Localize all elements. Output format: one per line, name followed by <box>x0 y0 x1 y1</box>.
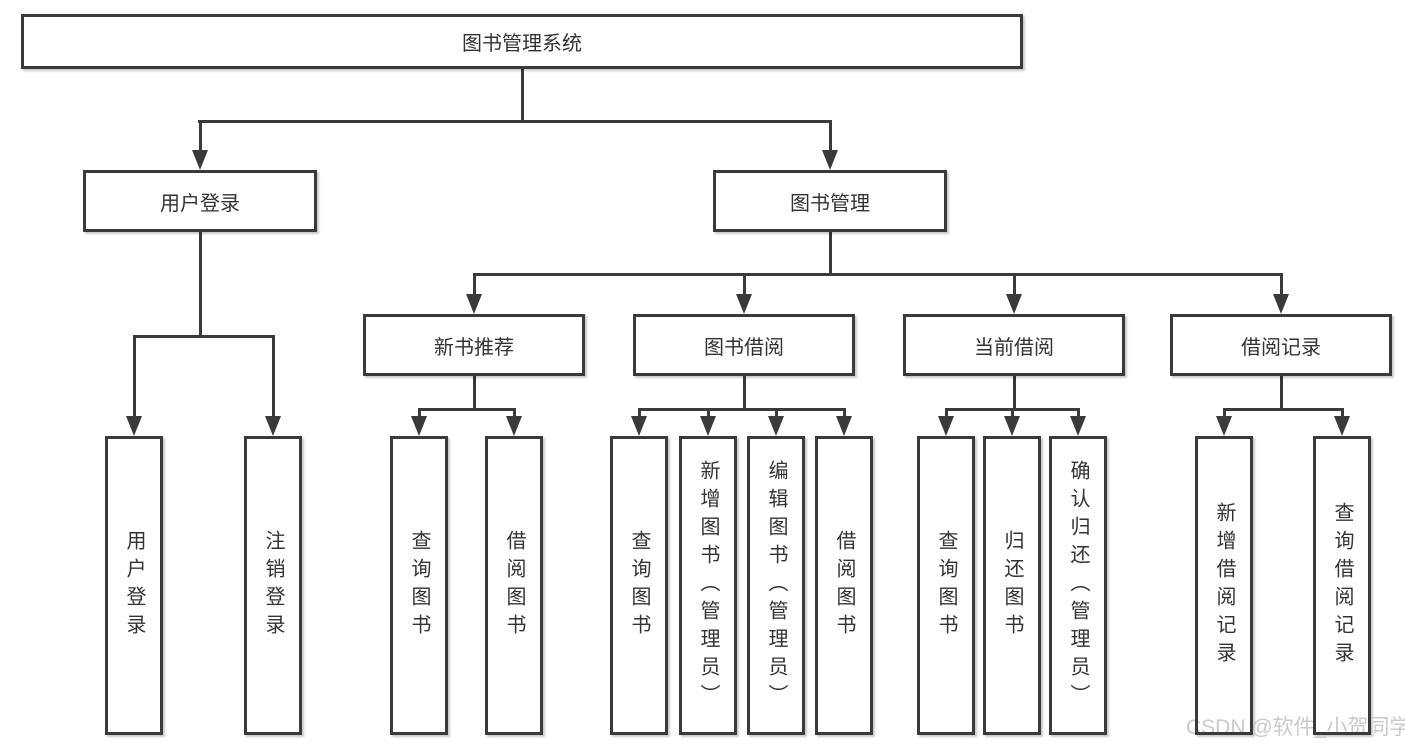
arrow-down-icon <box>700 416 716 436</box>
leaf-user-login: 用户登录 <box>105 436 163 735</box>
leaf-current-confirm-return-admin-label: 确认归还（管理员） <box>1067 459 1089 712</box>
connector-vline <box>473 273 476 296</box>
leaf-borrowing-borrow-books-label: 借阅图书 <box>833 529 855 642</box>
connector-vline <box>775 408 778 418</box>
connector-vline <box>1077 408 1080 418</box>
arrow-down-icon <box>822 150 838 170</box>
arrow-down-icon <box>1273 294 1289 314</box>
connector-hline <box>133 335 274 338</box>
connector-vline <box>829 232 832 275</box>
watermark: CSDN @软件_小贺同学 <box>1186 716 1405 739</box>
connector-hline <box>198 120 832 123</box>
arrow-down-icon <box>768 416 784 436</box>
connector-hline <box>1223 408 1344 411</box>
arrow-down-icon <box>736 294 752 314</box>
leaf-borrowing-add-books-admin: 新增图书（管理员） <box>679 436 737 735</box>
leaf-recommend-borrow-books: 借阅图书 <box>485 436 543 735</box>
arrow-down-icon <box>1070 416 1086 436</box>
leaf-records-add-record-label: 新增借阅记录 <box>1213 501 1235 670</box>
connector-vline <box>1223 408 1226 418</box>
arrow-down-icon <box>466 294 482 314</box>
leaf-recommend-query-books: 查询图书 <box>390 436 448 735</box>
connector-vline <box>1013 273 1016 296</box>
connector-vline <box>743 376 746 410</box>
arrow-down-icon <box>192 150 208 170</box>
connector-vline <box>1013 376 1016 410</box>
connector-vline <box>1011 408 1014 418</box>
connector-vline <box>272 335 275 418</box>
leaf-current-query-books-label: 查询图书 <box>935 529 957 642</box>
connector-vline <box>199 232 202 335</box>
leaf-logout: 注销登录 <box>244 436 302 735</box>
leaf-current-return-books-label: 归还图书 <box>1001 529 1023 642</box>
connector-vline <box>199 120 202 152</box>
connector-vline <box>418 408 421 418</box>
connector-vline <box>843 408 846 418</box>
node-book-management: 图书管理 <box>713 170 947 232</box>
connector-vline <box>513 408 516 418</box>
arrow-down-icon <box>1006 294 1022 314</box>
node-book-borrowing-label: 图书借阅 <box>704 336 784 359</box>
leaf-current-return-books: 归还图书 <box>983 436 1041 735</box>
arrow-down-icon <box>265 416 281 436</box>
leaf-current-query-books: 查询图书 <box>917 436 975 735</box>
node-borrow-records-label: 借阅记录 <box>1241 336 1321 359</box>
node-book-management-label: 图书管理 <box>790 192 870 215</box>
leaf-borrowing-add-books-admin-label: 新增图书（管理员） <box>697 459 719 712</box>
arrow-down-icon <box>631 416 647 436</box>
arrow-down-icon <box>1216 416 1232 436</box>
connector-hline <box>418 408 516 411</box>
node-user-login-label: 用户登录 <box>160 192 240 215</box>
leaf-current-confirm-return-admin: 确认归还（管理员） <box>1049 436 1107 735</box>
node-root-label: 图书管理系统 <box>462 33 582 55</box>
leaf-records-query-record-label: 查询借阅记录 <box>1331 501 1353 670</box>
arrow-down-icon <box>126 416 142 436</box>
arrow-down-icon <box>411 416 427 436</box>
node-book-borrowing: 图书借阅 <box>633 314 855 376</box>
connector-vline <box>1280 273 1283 296</box>
leaf-records-query-record: 查询借阅记录 <box>1313 436 1371 735</box>
leaf-recommend-borrow-books-label: 借阅图书 <box>503 529 525 642</box>
connector-vline <box>1341 408 1344 418</box>
leaf-borrowing-edit-books-admin: 编辑图书（管理员） <box>747 436 805 735</box>
leaf-borrowing-borrow-books: 借阅图书 <box>815 436 873 735</box>
leaf-logout-label: 注销登录 <box>262 529 284 642</box>
node-new-book-recommend-label: 新书推荐 <box>434 336 514 359</box>
leaf-borrowing-edit-books-admin-label: 编辑图书（管理员） <box>765 459 787 712</box>
connector-hline <box>638 408 846 411</box>
connector-vline <box>133 335 136 418</box>
arrow-down-icon <box>1334 416 1350 436</box>
node-root: 图书管理系统 <box>21 14 1023 69</box>
connector-vline <box>707 408 710 418</box>
connector-vline <box>743 273 746 296</box>
node-borrow-records: 借阅记录 <box>1170 314 1392 376</box>
connector-vline <box>638 408 641 418</box>
node-user-login: 用户登录 <box>83 170 317 232</box>
arrow-down-icon <box>836 416 852 436</box>
connector-vline <box>521 69 524 120</box>
node-current-borrowing: 当前借阅 <box>903 314 1125 376</box>
leaf-borrowing-query-books-label: 查询图书 <box>628 529 650 642</box>
arrow-down-icon <box>1004 416 1020 436</box>
connector-vline <box>945 408 948 418</box>
connector-vline <box>473 376 476 410</box>
arrow-down-icon <box>938 416 954 436</box>
node-current-borrowing-label: 当前借阅 <box>974 336 1054 359</box>
node-new-book-recommend: 新书推荐 <box>363 314 585 376</box>
connector-hline <box>473 273 1283 276</box>
leaf-borrowing-query-books: 查询图书 <box>610 436 668 735</box>
leaf-records-add-record: 新增借阅记录 <box>1195 436 1253 735</box>
connector-vline <box>829 120 832 152</box>
leaf-user-login-label: 用户登录 <box>123 529 145 642</box>
connector-vline <box>1280 376 1283 410</box>
leaf-recommend-query-books-label: 查询图书 <box>408 529 430 642</box>
arrow-down-icon <box>506 416 522 436</box>
